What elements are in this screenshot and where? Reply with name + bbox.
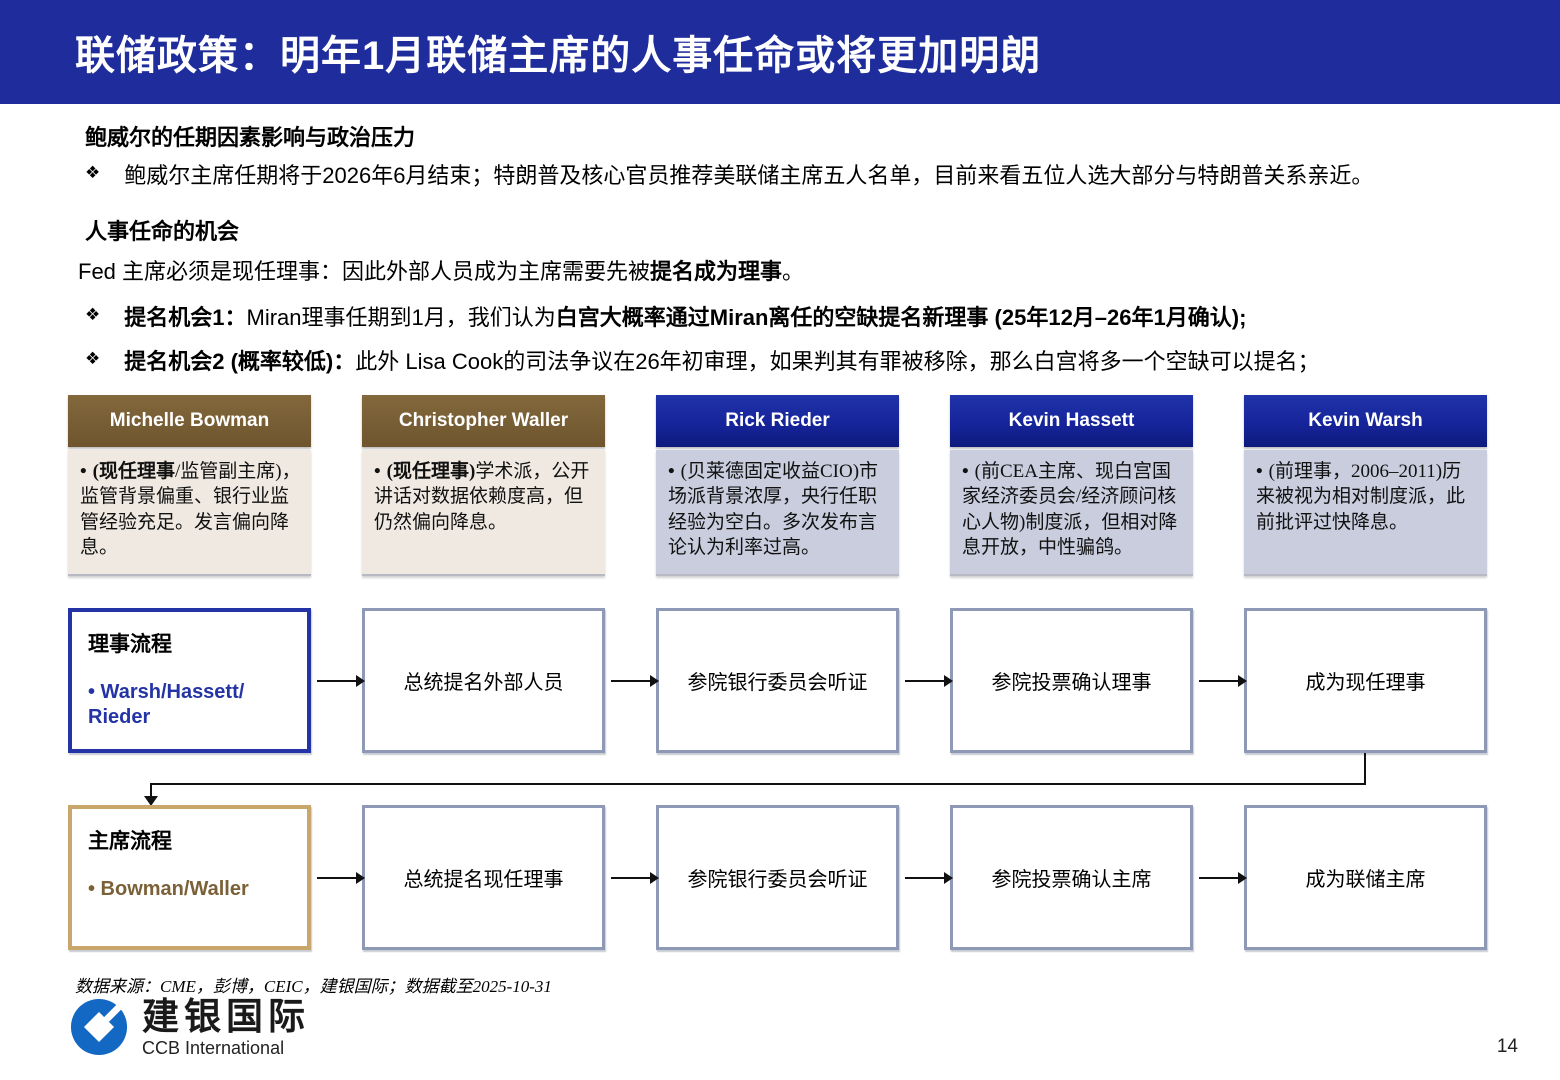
nomination-bullet-1: ❖ 提名机会1：Miran理事任期到1月，我们认为白宫大概率通过Miran离任的… xyxy=(85,300,1515,332)
ccb-logo-icon xyxy=(70,998,128,1056)
right-arrow-icon xyxy=(1198,871,1247,884)
governor-flow-lead-box: 理事流程 • Warsh/Hassett/ Rieder xyxy=(68,608,311,753)
nomination-bullet-2-text: 提名机会2 (概率较低)：此外 Lisa Cook的司法争议在26年初审理，如果… xyxy=(124,349,1320,374)
flow-step: 成为现任理事 xyxy=(1244,608,1487,753)
slide-title: 联储政策：明年1月联储主席的人事任命或将更加明朗 xyxy=(75,34,1042,78)
down-arrow-icon xyxy=(144,796,158,806)
flow-arrow xyxy=(899,674,953,687)
flow-title: 理事流程 xyxy=(88,633,172,656)
ccb-logo: 建银国际 CCB International xyxy=(70,996,310,1059)
candidate-description: •(现任理事)学术派，公开讲话对数据依赖度高，但仍然偏向降息。 xyxy=(362,450,605,576)
right-arrow-icon xyxy=(904,674,953,687)
flow-step: 成为联储主席 xyxy=(1244,805,1487,950)
candidate-name: Christopher Waller xyxy=(362,395,605,447)
right-arrow-icon xyxy=(316,674,365,687)
section2-line: Fed 主席必须是现任理事：因此外部人员成为主席需要先被提名成为理事。 xyxy=(78,254,1508,286)
flow-connector-vertical-right xyxy=(1364,753,1366,784)
candidate-description: •(贝莱德固定收益CIO)市场派背景浓厚，央行任职经验为空白。多次发布言论认为利… xyxy=(656,450,899,576)
flow-arrow xyxy=(311,674,365,687)
candidate-description: •(现任理事/监管副主席)，监管背景偏重、银行业监管经验充足。发言偏向降息。 xyxy=(68,450,311,576)
candidate-name: Rick Rieder xyxy=(656,395,899,447)
right-arrow-icon xyxy=(316,871,365,884)
candidate-card-bowman: Michelle Bowman •(现任理事/监管副主席)，监管背景偏重、银行业… xyxy=(68,395,311,576)
section2-line-bold: 提名成为理事 xyxy=(650,259,783,284)
governor-flow-row: 理事流程 • Warsh/Hassett/ Rieder 总统提名外部人员 参院… xyxy=(68,608,1489,753)
candidate-name: Michelle Bowman xyxy=(68,395,311,447)
candidate-cards: Michelle Bowman •(现任理事/监管副主席)，监管背景偏重、银行业… xyxy=(68,395,1489,576)
flow-step: 总统提名外部人员 xyxy=(362,608,605,753)
flow-step: 参院银行委员会听证 xyxy=(656,608,899,753)
right-arrow-icon xyxy=(904,871,953,884)
diamond-bullet-icon: ❖ xyxy=(85,349,101,368)
flow-connector-horizontal xyxy=(150,783,1366,785)
flow-step: 参院投票确认主席 xyxy=(950,805,1193,950)
flow-connector-vertical-left xyxy=(150,784,152,797)
diamond-bullet-icon: ❖ xyxy=(85,305,101,324)
ccb-logo-chinese: 建银国际 xyxy=(142,996,310,1037)
section2-heading: 人事任命的机会 xyxy=(85,219,240,244)
title-bar: 联储政策：明年1月联储主席的人事任命或将更加明朗 xyxy=(0,0,1560,104)
candidate-card-hassett: Kevin Hassett •(前CEA主席、现白宫国家经济委员会/经济顾问核心… xyxy=(950,395,1193,576)
flow-arrow xyxy=(1193,674,1247,687)
right-arrow-icon xyxy=(1198,674,1247,687)
flow-arrow xyxy=(899,871,953,884)
nomination-bullet-2: ❖ 提名机会2 (概率较低)：此外 Lisa Cook的司法争议在26年初审理，… xyxy=(85,344,1515,376)
flow-step: 总统提名现任理事 xyxy=(362,805,605,950)
data-source-note: 数据来源：CME，彭博，CEIC，建银国际；数据截至2025-10-31 xyxy=(75,977,552,996)
flow-candidates: • Bowman/Waller xyxy=(88,878,249,900)
section2-line-end: 。 xyxy=(782,259,805,284)
candidate-name: Kevin Warsh xyxy=(1244,395,1487,447)
nomination-bullet-1-text: 提名机会1：Miran理事任期到1月，我们认为白宫大概率通过Miran离任的空缺… xyxy=(124,305,1247,330)
chair-flow-lead-box: 主席流程 • Bowman/Waller xyxy=(68,805,311,950)
flow-arrow xyxy=(311,871,365,884)
right-arrow-icon xyxy=(610,871,659,884)
candidate-card-warsh: Kevin Warsh •(前理事，2006–2011)历来被视为相对制度派，此… xyxy=(1244,395,1487,576)
chair-flow-row: 主席流程 • Bowman/Waller 总统提名现任理事 参院银行委员会听证 … xyxy=(68,805,1489,950)
section1-bullet: ❖ 鲍威尔主席任期将于2026年6月结束；特朗普及核心官员推荐美联储主席五人名单… xyxy=(85,158,1515,190)
right-arrow-icon xyxy=(610,674,659,687)
candidate-card-waller: Christopher Waller •(现任理事)学术派，公开讲话对数据依赖度… xyxy=(362,395,605,576)
section1-bullet-text: 鲍威尔主席任期将于2026年6月结束；特朗普及核心官员推荐美联储主席五人名单，目… xyxy=(124,163,1374,188)
flow-arrow xyxy=(605,871,659,884)
candidate-name: Kevin Hassett xyxy=(950,395,1193,447)
flow-step: 参院投票确认理事 xyxy=(950,608,1193,753)
flow-step: 参院银行委员会听证 xyxy=(656,805,899,950)
ccb-logo-english: CCB International xyxy=(142,1037,285,1058)
ccb-logo-text: 建银国际 CCB International xyxy=(142,996,310,1059)
candidate-card-rieder: Rick Rieder •(贝莱德固定收益CIO)市场派背景浓厚，央行任职经验为… xyxy=(656,395,899,576)
page-number: 14 xyxy=(1496,1036,1518,1057)
diamond-bullet-icon: ❖ xyxy=(85,163,101,182)
flow-arrow xyxy=(605,674,659,687)
flow-arrow xyxy=(1193,871,1247,884)
section2-line-normal: Fed 主席必须是现任理事：因此外部人员成为主席需要先被 xyxy=(78,259,651,284)
candidate-description: •(前CEA主席、现白宫国家经济委员会/经济顾问核心人物)制度派，但相对降息开放… xyxy=(950,450,1193,576)
flow-title: 主席流程 xyxy=(88,830,172,853)
section1-heading: 鲍威尔的任期因素影响与政治压力 xyxy=(85,125,416,150)
flow-candidates: • Warsh/Hassett/ Rieder xyxy=(88,681,245,728)
candidate-description: •(前理事，2006–2011)历来被视为相对制度派，此前批评过快降息。 xyxy=(1244,450,1487,576)
